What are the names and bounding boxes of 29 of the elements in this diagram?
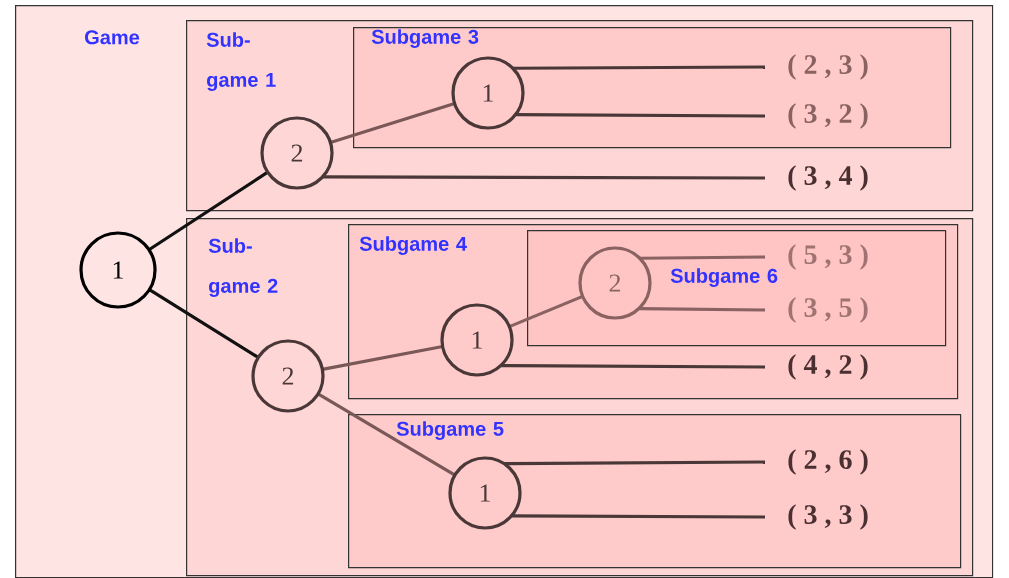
- tree-branch: [504, 460, 765, 466]
- tree-branch: [512, 65, 765, 70]
- payoff-label: ( 4 , 2 ): [788, 354, 868, 380]
- tree-branch: [500, 364, 765, 369]
- payoff-label: ( 3 , 4 ): [788, 165, 868, 191]
- tree-branch: [638, 307, 765, 312]
- tree-branch: [515, 112, 765, 118]
- payoff-label: ( 3 , 5 ): [788, 297, 868, 323]
- decision-node: 2: [578, 246, 652, 320]
- tree-branch: [329, 101, 456, 145]
- decision-node: 1: [79, 231, 157, 309]
- tree-branch: [508, 294, 584, 329]
- tree-branch: [148, 170, 269, 252]
- payoff-label: ( 2 , 3 ): [788, 54, 868, 80]
- decision-node: 2: [260, 116, 334, 190]
- payoff-label: ( 3 , 2 ): [788, 103, 868, 129]
- payoff-label: ( 2 , 6 ): [788, 449, 868, 475]
- tree-branch: [639, 255, 765, 260]
- decision-node: 1: [451, 56, 525, 130]
- tree-branch: [148, 288, 260, 359]
- payoff-label: ( 5 , 3 ): [788, 244, 868, 270]
- tree-branch: [322, 344, 443, 371]
- tree-branch: [317, 392, 456, 477]
- decision-node: 2: [251, 339, 325, 413]
- decision-node: 1: [448, 456, 522, 530]
- tree-branch: [511, 514, 765, 519]
- tree-branch: [322, 175, 765, 180]
- payoff-label: ( 3 , 3 ): [788, 504, 868, 530]
- decision-node: 1: [440, 303, 514, 377]
